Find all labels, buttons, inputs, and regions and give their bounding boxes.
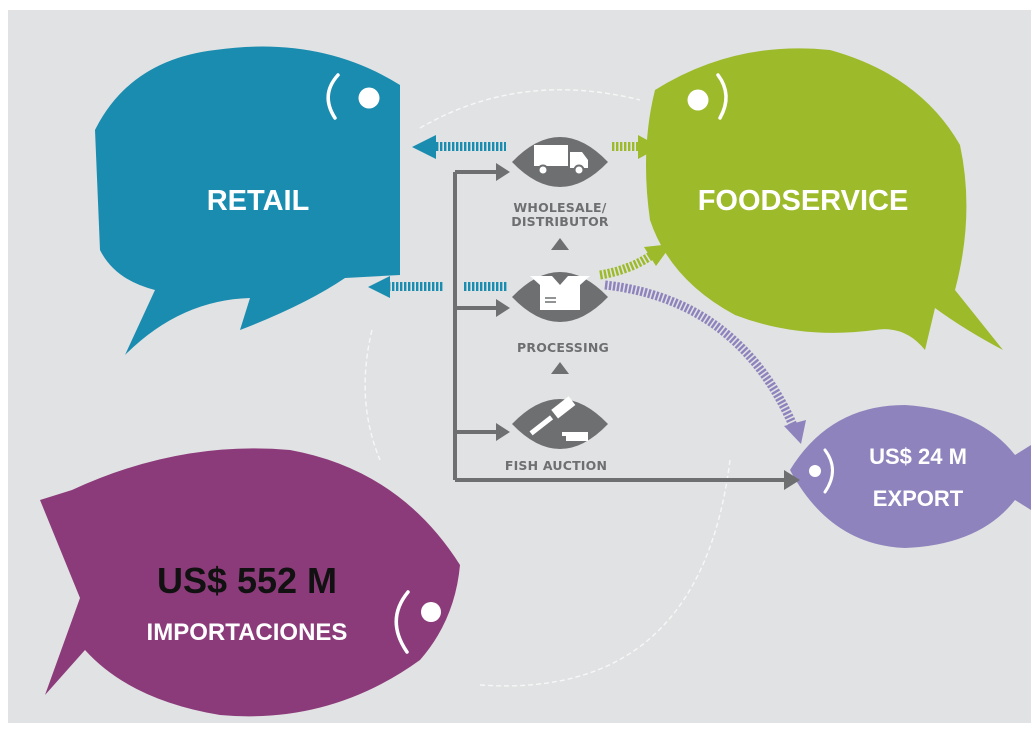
stage-processing-node <box>512 272 608 322</box>
stage-arrow-up-2 <box>551 362 569 374</box>
stage-arrow-up-1 <box>551 238 569 250</box>
import-flow-arrowheads <box>496 163 800 490</box>
stage-auction-label: FISH AUCTION <box>505 458 607 473</box>
imports-amount: US$ 552 M <box>157 560 337 601</box>
stage-wholesale-node <box>512 137 608 187</box>
export-amount: US$ 24 M <box>869 444 967 469</box>
stage-auction-node <box>512 396 608 449</box>
export-fish-eye <box>809 465 821 477</box>
stage-wholesale-label-1: WHOLESALE/ <box>513 200 606 215</box>
flow-to-retail-upper <box>412 135 506 159</box>
gavel-icon <box>529 396 588 441</box>
retail-label: RETAIL <box>207 185 310 217</box>
box-icon <box>530 276 590 310</box>
background-cycle-arrows <box>364 89 731 687</box>
export-fish: US$ 24 M EXPORT <box>790 405 1031 548</box>
foodservice-label: FOODSERVICE <box>698 185 909 217</box>
retail-fish: RETAIL <box>95 46 400 356</box>
stage-processing-label: PROCESSING <box>517 340 609 355</box>
retail-fish-eye <box>358 87 380 109</box>
truck-icon <box>534 145 588 176</box>
imports-label: IMPORTACIONES <box>147 619 348 646</box>
import-flow-lines <box>453 170 785 482</box>
foodservice-fish: FOODSERVICE <box>646 48 1003 350</box>
flow-to-export <box>604 280 806 444</box>
export-label: EXPORT <box>873 486 964 511</box>
stage-wholesale-label-2: DISTRIBUTOR <box>511 214 609 229</box>
flow-to-foodservice-upper <box>612 135 660 159</box>
flow-to-foodservice-lower <box>599 244 672 280</box>
imports-fish-eye <box>421 602 441 622</box>
imports-fish: US$ 552 M IMPORTACIONES <box>40 448 460 717</box>
flow-to-retail-lower <box>368 276 508 298</box>
foodservice-fish-eye <box>687 89 709 111</box>
